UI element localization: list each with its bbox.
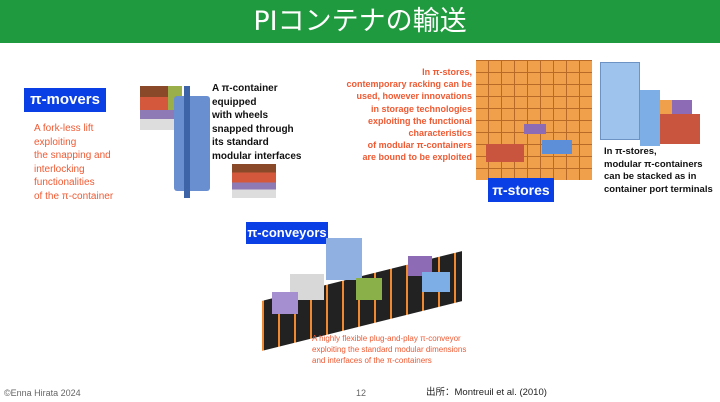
text-line: in storage technologies (370, 103, 472, 114)
text-line: In π-stores, (422, 67, 472, 77)
conveyor-illustration (262, 212, 472, 351)
wheeled-container-illustration (232, 164, 276, 198)
text-line: modular interfaces (212, 150, 302, 162)
text-line: exploiting the standard modular dimensio… (312, 345, 467, 354)
text-line: A fork-less lift (34, 123, 94, 134)
text-line: used, however innovations (356, 91, 472, 102)
text-line: and interfaces of the π-containers (312, 356, 432, 365)
text-line: container port terminals (604, 183, 713, 195)
text-line: modular π-containers (604, 158, 703, 170)
text-line: A π-container (212, 83, 278, 94)
slide-title: PIコンテナの輸送 (0, 0, 720, 43)
pi-conveyors-tag: π-conveyors (246, 222, 328, 244)
text-line: In π-stores, (604, 146, 657, 157)
text-line: exploiting (34, 136, 77, 148)
pi-movers-note: A π-container equipped with wheels snapped … (212, 82, 301, 163)
pi-movers-tag: π-movers (24, 88, 106, 112)
text-line: A highly flexible plug-and-play π-convey… (312, 334, 461, 343)
text-line: snapped through (212, 123, 294, 135)
text-line: equipped (212, 96, 257, 108)
pi-conveyors-description: A highly flexible plug-and-play π-convey… (312, 333, 466, 366)
text-line: with wheels (212, 110, 269, 121)
text-line: of modular π-containers (367, 140, 472, 151)
page-number: 12 (356, 388, 367, 398)
text-line: exploiting the functional (368, 115, 472, 126)
text-line: its standard (212, 137, 269, 148)
text-line: characteristics (408, 128, 472, 139)
text-line: the snapping and (34, 150, 111, 161)
text-line: interlocking (34, 163, 85, 175)
copyright: ©Enna Hirata 2024 (4, 388, 81, 398)
forklift-illustration (140, 86, 210, 198)
text-line: functionalities (34, 177, 95, 188)
text-line: are bound to be exploited (362, 152, 472, 163)
pi-stores-tag: π-stores (488, 178, 554, 202)
source-citation: 出所：Montreuil et al. (2010) (426, 387, 547, 398)
stacked-containers-illustration (600, 62, 704, 146)
pi-movers-description: A fork-less lift exploiting the snapping a… (34, 122, 113, 203)
text-line: of the π-container (34, 190, 114, 202)
rack-storage-illustration (476, 60, 592, 180)
text-line: can be stacked as in (604, 171, 697, 182)
text-line: contemporary racking can be (346, 79, 472, 90)
